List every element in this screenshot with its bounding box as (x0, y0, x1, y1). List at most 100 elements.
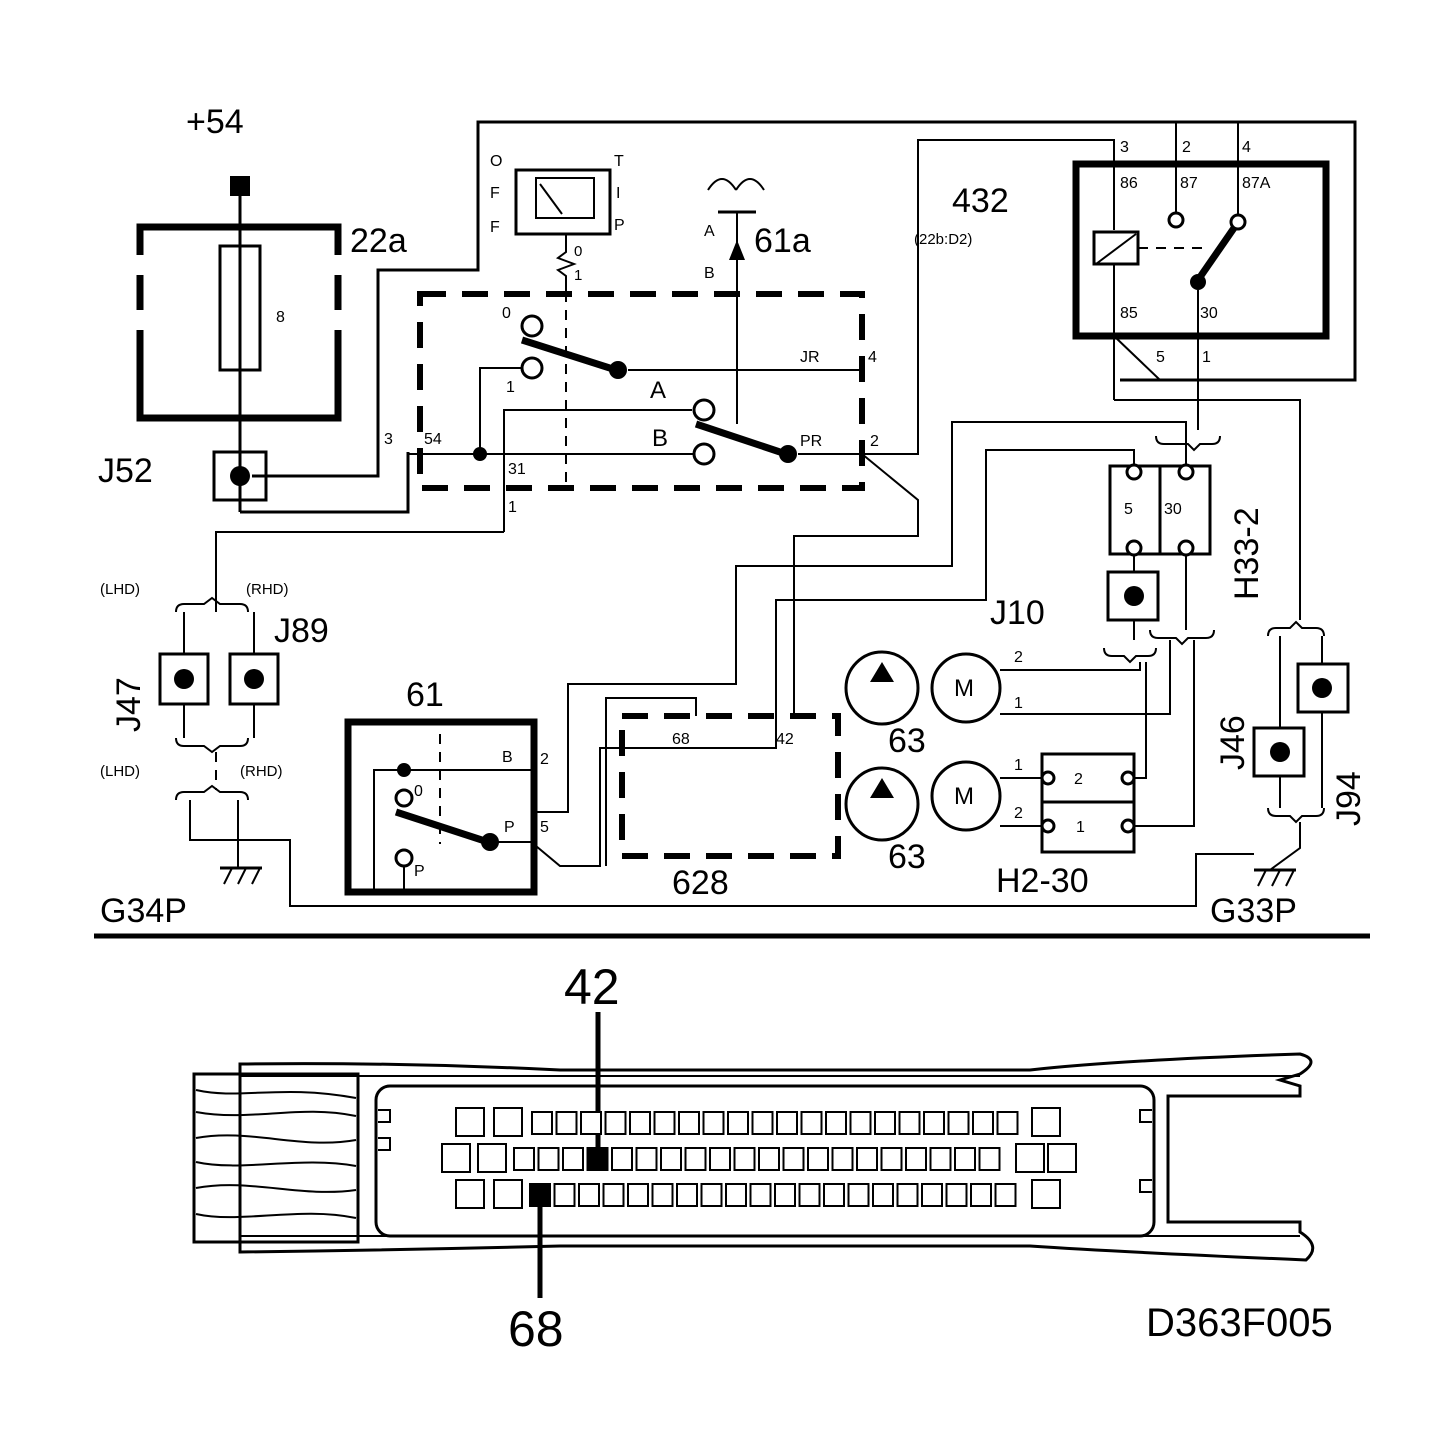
svg-text:P: P (614, 217, 625, 234)
connector-pin (1015, 1143, 1045, 1173)
svg-text:85: 85 (1120, 305, 1138, 322)
label-h33-2: H33-2 (1228, 507, 1266, 600)
svg-text:4: 4 (868, 349, 877, 366)
svg-text:63: 63 (888, 838, 926, 876)
connector-j52: J52 (98, 120, 1357, 514)
connector-pin (441, 1143, 471, 1173)
switch-61: 61 B 2 0 P 5 P (344, 676, 549, 896)
svg-text:30: 30 (1164, 501, 1182, 518)
connector-pin (455, 1179, 485, 1209)
connector-pin (972, 1111, 994, 1135)
connector-pin (896, 1183, 919, 1207)
svg-text:I: I (616, 185, 620, 202)
connector-pin (823, 1183, 845, 1207)
connector-pin (578, 1183, 600, 1207)
connector-pin (905, 1147, 927, 1171)
wiper-switch: 0 1 JR 4 A B PR 2 3 54 31 1 (215, 291, 879, 612)
connector-pin (749, 1183, 772, 1207)
connector-pin-68 (529, 1183, 551, 1207)
svg-text:3: 3 (384, 431, 393, 448)
label-j10: J10 (990, 594, 1045, 632)
connector-pin (455, 1107, 485, 1137)
connector-pin (629, 1111, 651, 1135)
relay-h2-30: 2 1 H2-30 (996, 640, 1195, 900)
pump-top-63: M 63 2 1 (844, 640, 1171, 760)
svg-text:42: 42 (776, 731, 794, 748)
svg-text:P: P (414, 863, 425, 880)
svg-text:A: A (650, 377, 666, 404)
svg-text:0: 0 (502, 305, 511, 322)
svg-text:5: 5 (1124, 501, 1133, 518)
connector-pin (493, 1179, 523, 1209)
svg-text:(LHD): (LHD) (100, 581, 140, 598)
connector-pin (782, 1147, 805, 1171)
connector-pin (602, 1183, 625, 1207)
connector-pin (1047, 1143, 1077, 1173)
connector-pin (555, 1111, 578, 1135)
connector-pin (994, 1183, 1017, 1207)
svg-text:1: 1 (1202, 349, 1211, 366)
washer-nozzle-61a: A B 61a (704, 178, 811, 424)
svg-text:B: B (502, 749, 513, 766)
svg-text:5: 5 (1156, 349, 1165, 366)
connector-pin (872, 1183, 894, 1207)
relay-h33-2: 5 30 H33-2 (535, 421, 1266, 867)
connector-pin (477, 1143, 507, 1173)
connector-pin (898, 1111, 921, 1135)
connector-pin (874, 1111, 896, 1135)
fuse-box-22a: +54 8 22a (136, 103, 407, 512)
connector-pin (798, 1183, 821, 1207)
svg-text:2: 2 (540, 751, 549, 768)
svg-text:F: F (490, 185, 500, 202)
svg-text:2: 2 (1014, 805, 1023, 822)
svg-text:1: 1 (506, 379, 515, 396)
ecu-628: 68 42 628 (605, 453, 919, 902)
connector-pin (856, 1147, 878, 1171)
label-pin-42: 42 (564, 959, 620, 1015)
connector-pin (580, 1111, 602, 1135)
svg-text:1: 1 (1014, 695, 1023, 712)
svg-text:B: B (704, 265, 715, 282)
connector-pin (923, 1111, 945, 1135)
connector-pin-grid (441, 1107, 1077, 1209)
label-22a: 22a (350, 222, 407, 260)
connector-pin (727, 1111, 749, 1135)
svg-text:31: 31 (508, 461, 526, 478)
svg-text:M: M (954, 675, 974, 702)
label-j46: J46 (1214, 715, 1252, 770)
svg-text:0: 0 (414, 783, 423, 800)
connector-pin (709, 1147, 731, 1171)
svg-text:PR: PR (800, 433, 822, 450)
svg-text:1: 1 (508, 499, 517, 516)
label-supply-54: +54 (186, 103, 244, 141)
connector-pin (996, 1111, 1019, 1135)
connector-pin (702, 1111, 725, 1135)
label-j89: J89 (274, 612, 329, 650)
connector-pin (1031, 1107, 1061, 1137)
connectors-j47-j89: (LHD) (RHD) J89 J47 (LHD) (RHD) G34P (100, 581, 1254, 930)
connector-pin (751, 1111, 774, 1135)
fuse-value: 8 (276, 309, 285, 326)
svg-text:2: 2 (1074, 771, 1083, 788)
connector-pin (1031, 1179, 1061, 1209)
svg-text:3: 3 (1120, 139, 1129, 156)
connector-pin (553, 1183, 576, 1207)
connector-pin (776, 1111, 798, 1135)
connector-pin (945, 1183, 968, 1207)
connector-pin (493, 1107, 523, 1137)
svg-text:(LHD): (LHD) (100, 763, 140, 780)
svg-text:87A: 87A (1242, 175, 1271, 192)
svg-text:87: 87 (1180, 175, 1198, 192)
connector-pin (947, 1111, 970, 1135)
svg-text:A: A (704, 223, 715, 240)
connector-pin (660, 1147, 682, 1171)
label-j94: J94 (1330, 771, 1368, 826)
svg-text:2: 2 (870, 433, 879, 450)
svg-text:T: T (614, 153, 624, 170)
connector-pin (684, 1147, 707, 1171)
connector-pin (970, 1183, 992, 1207)
svg-text:68: 68 (672, 731, 690, 748)
label-g33p: G33P (1210, 892, 1297, 930)
ecu-connector: 42 68 (192, 959, 1315, 1357)
connector-pin (725, 1183, 747, 1207)
